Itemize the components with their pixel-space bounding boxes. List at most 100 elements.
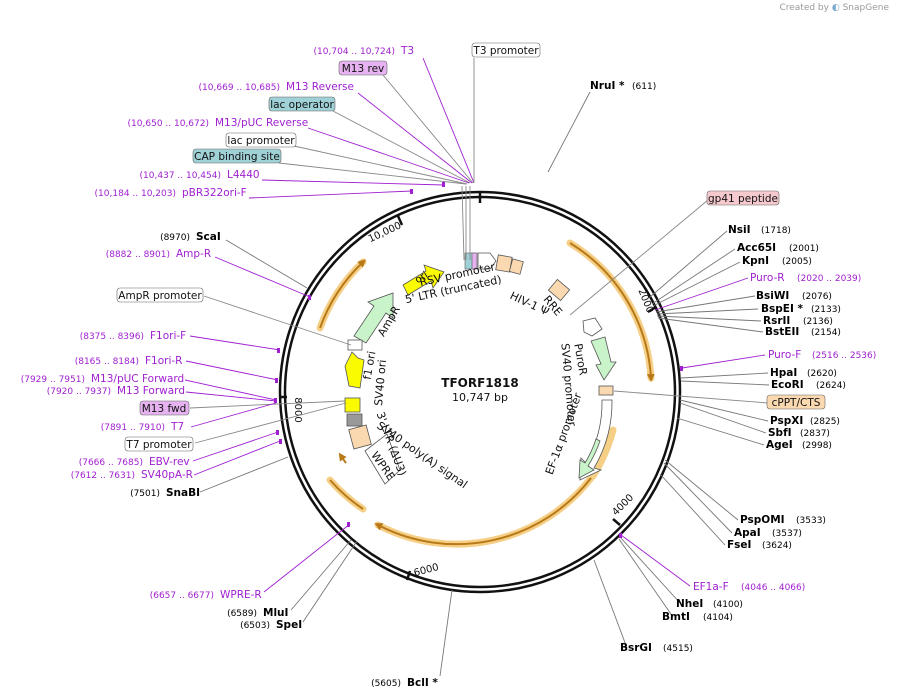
feature-block [346,413,363,427]
enzyme-pos: (4100) [713,600,743,610]
enzyme-name: NsiI [728,224,751,236]
primer-range: (8882 .. 8901) [106,250,170,260]
primer-site [619,533,622,538]
primer-name: WPRE-R [220,589,262,601]
feature-box [192,148,282,164]
primer-line [620,534,691,587]
enzyme-name: SpeI [276,619,302,631]
enzyme-pos: (2825) [810,417,840,427]
enzyme-name: AgeI [766,439,793,451]
feature-line [461,185,465,261]
primer-name: M13/pUC Forward [91,373,184,385]
primer-name: M13 Forward [117,385,185,397]
primer-line [192,431,279,462]
enzyme-line [652,261,741,307]
enzyme-pos: (3533) [796,516,826,526]
enzyme-pos: (3537) [772,529,802,539]
enzyme-line [655,295,756,313]
feature-arrow [590,336,617,381]
primer-range: (4046 .. 4066) [741,583,805,593]
feature-line [332,110,471,184]
enzyme-name: ApaI [734,527,761,539]
primer-range: (8165 .. 8184) [75,357,139,367]
enzyme-line [593,559,628,649]
feature-block [347,339,363,351]
enzyme-pos: (2624) [816,381,846,391]
primer-line [654,277,749,311]
enzyme-line [649,230,728,298]
snapgene-logo-icon: ◐ [831,3,840,13]
enzyme-line [656,315,762,322]
enzyme-name: BmtI [662,611,690,623]
primer-site [680,366,683,371]
primer-range: (7920 .. 7937) [47,387,111,397]
primer-range: (2020 .. 2039) [797,274,861,284]
enzyme-line [439,589,453,677]
primer-line [193,440,281,476]
plasmid-name: TFORF1818 [441,376,518,390]
enzyme-pos: (6503) [240,621,270,631]
primer-name: F1ori-R [145,355,182,367]
enzyme-line [656,308,759,315]
primer-line [681,354,766,369]
primer-name: Puro-R [750,272,785,284]
feature-line [194,402,347,444]
enzyme-name: RsrII [763,315,790,327]
feature-line [382,74,474,184]
feature-box [268,96,336,112]
orf-arc [374,474,595,548]
primer-range: (7929 .. 7951) [21,375,85,385]
primer-line [357,92,473,184]
primer-line [185,360,279,381]
primer-name: Puro-F [768,349,801,361]
feature-block [471,252,478,270]
feature-label: M13 rev [342,63,385,75]
feature-line [613,390,769,404]
primer-range: (10,704 .. 10,724) [314,47,395,57]
enzyme-line [679,399,769,422]
enzyme-name: SbfI [768,427,792,439]
primer-site [347,522,350,527]
enzyme-line [199,456,289,493]
primer-range: (7612 .. 7631) [71,471,135,481]
primer-name: pBR322ori-F [182,187,247,199]
enzyme-name: EcoRI [771,379,804,391]
enzyme-name: PspOMI [740,514,785,526]
enzyme-pos: (2133) [811,305,841,315]
feature-label: AmpR promoter [118,290,202,302]
primer-name: M13 Reverse [286,81,354,93]
enzyme-name: NruI * [590,80,625,92]
enzyme-pos: (7501) [130,489,160,499]
feature-arrow [344,351,365,389]
feature-line [293,145,468,185]
feature-line [203,295,352,346]
enzyme-line [664,459,739,521]
snapgene-watermark[interactable]: Created by ◐ SnapGene [779,3,889,13]
primer-site [277,348,280,353]
primer-range: (10,184 .. 10,203) [95,189,176,199]
enzyme-pos: (2837) [800,429,830,439]
enzyme-pos: (4515) [663,644,693,654]
scale-tick-mark [647,305,657,314]
enzyme-line [676,417,765,446]
enzyme-name: BstEII [765,326,799,338]
primer-range: (7666 .. 7685) [79,458,143,468]
primer-name: F1ori-F [150,330,186,342]
feature-arrow [582,317,603,337]
feature-label: lac promoter [227,135,295,147]
primer-range: (10,650 .. 10,672) [128,119,209,129]
enzyme-name: KpnI [742,255,769,267]
feature-label: T7 promoter [125,439,192,451]
feature-block [344,397,361,413]
enzyme-pos: (2005) [782,257,812,267]
enzyme-name: NheI [676,598,703,610]
primer-site-ticks [274,182,683,538]
enzyme-pos: (1718) [761,226,791,236]
primer-range: (2516 .. 2536) [812,351,876,361]
primer-name: L4440 [227,169,260,181]
feature-line [278,162,467,185]
primer-name: EBV-rev [149,456,190,468]
primer-line [185,391,277,402]
enzyme-name: ScaI [196,231,221,243]
orf-arc [319,259,366,329]
